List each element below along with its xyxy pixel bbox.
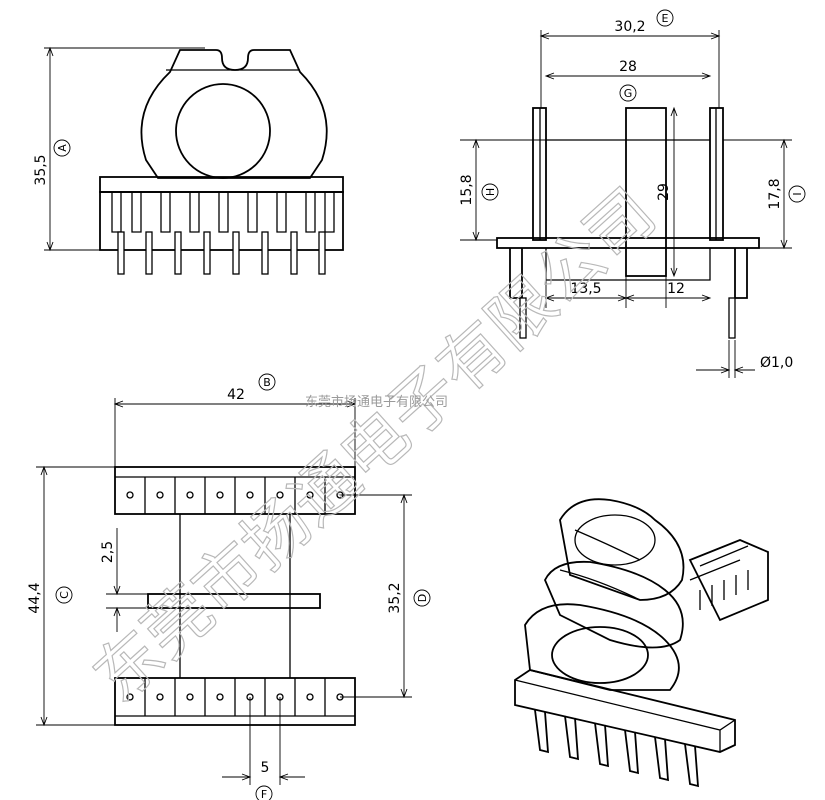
side-pin-left — [519, 297, 527, 339]
side-overall-width-label: E — [662, 12, 669, 25]
top-middle-flange — [147, 593, 321, 609]
top-slot-separators — [144, 477, 326, 716]
top-pin-pitch-label: F — [261, 788, 267, 800]
top-width-dim: 42 — [227, 387, 245, 403]
isometric-view — [514, 498, 769, 788]
front-height-dim: 35,5 — [33, 154, 49, 185]
side-right-height-label: I — [791, 192, 804, 195]
top-width-label: B — [263, 376, 271, 389]
top-height-dim: 44,4 — [27, 582, 43, 613]
top-pin-holes — [126, 491, 344, 701]
iso-core-hole — [551, 626, 649, 684]
side-right-height-dim: 17,8 — [767, 178, 783, 209]
front-height-label: A — [56, 144, 69, 152]
front-pins — [117, 231, 326, 275]
top-height-label: C — [58, 591, 71, 599]
front-base — [99, 176, 344, 193]
top-row-pitch-label: D — [416, 594, 429, 602]
watermark: 东莞市扬通电子有限公司 东莞市扬通电子有限公司 — [79, 173, 671, 717]
side-core-slot — [625, 107, 667, 277]
iso-front-pins — [534, 709, 699, 788]
watermark-small: 东莞市扬通电子有限公司 — [305, 394, 448, 410]
watermark-large: 东莞市扬通电子有限公司 — [79, 174, 670, 717]
front-pin-slots — [111, 192, 335, 233]
side-core-height-dim: 29 — [656, 183, 672, 201]
front-core-hole — [175, 83, 271, 179]
top-row-pitch-dim: 35,2 — [387, 582, 403, 613]
top-flange-dim: 2,5 — [100, 541, 116, 563]
side-pin-right — [728, 297, 736, 339]
side-left-height-dim: 15,8 — [459, 174, 475, 205]
side-base — [496, 237, 760, 249]
side-view: 30,2 E 28 G 29 15,8 H 17,8 I 13,5 — [459, 9, 806, 378]
side-left-offset-dim: 13,5 — [570, 281, 601, 297]
side-overall-width-dim: 30,2 — [614, 19, 645, 35]
top-pin-pitch-dim: 5 — [261, 760, 270, 776]
side-left-height-label: H — [484, 188, 497, 196]
iso-front-base — [514, 669, 736, 753]
front-flange — [140, 49, 328, 179]
top-view: 42 B 44,4 C 35,2 D 2,5 5 F — [27, 373, 431, 800]
front-view: 35,5 A — [33, 46, 344, 275]
side-core-width-dim: 12 — [667, 281, 685, 297]
side-inner-width-dim: 28 — [619, 59, 637, 75]
side-g-label: G — [624, 87, 633, 100]
side-pin-diameter-dim: Ø1,0 — [760, 355, 793, 371]
